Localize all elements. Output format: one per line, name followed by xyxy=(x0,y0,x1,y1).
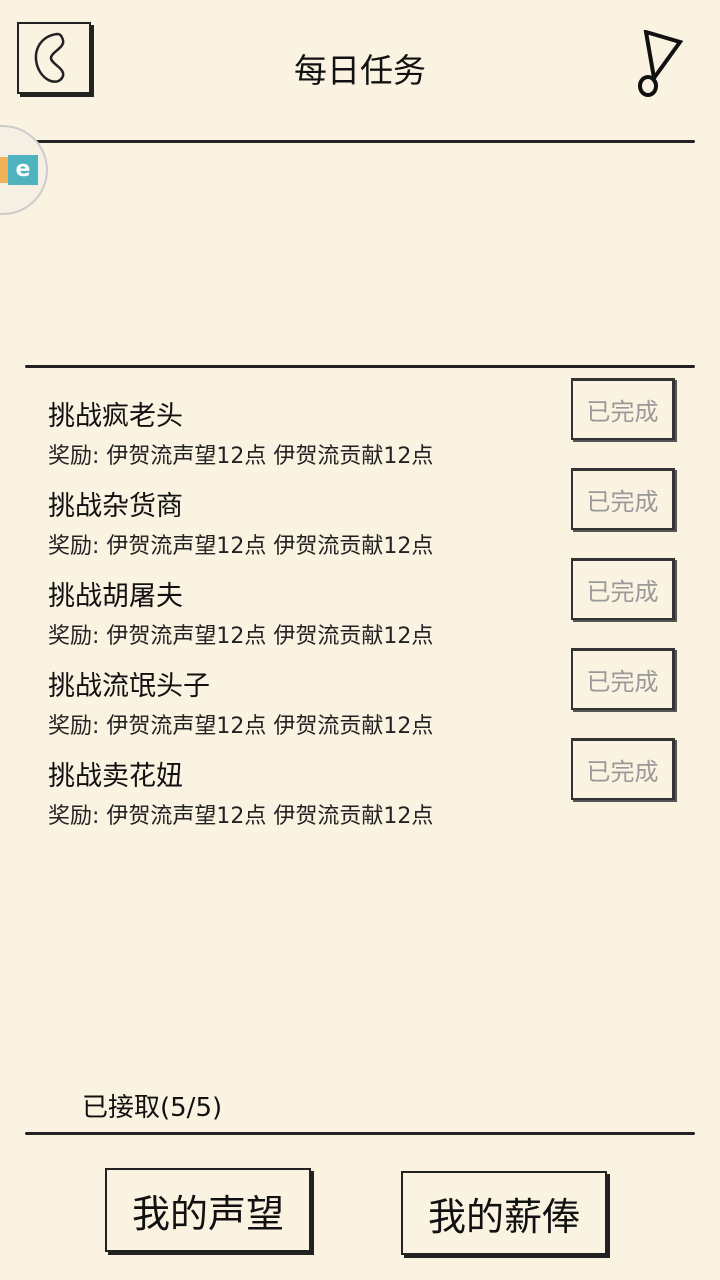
task-row: 挑战流氓头子 奖励: 伊贺流声望12点 伊贺流贡献12点 已完成 xyxy=(48,648,688,754)
accepted-count: 已接取(5/5) xyxy=(82,1093,223,1123)
exclamation-icon xyxy=(638,29,684,97)
my-salary-button[interactable]: 我的薪俸 xyxy=(401,1171,607,1255)
task-row: 挑战疯老头 奖励: 伊贺流声望12点 伊贺流贡献12点 已完成 xyxy=(48,378,688,484)
task-title: 挑战胡屠夫 xyxy=(48,581,183,612)
task-reward: 奖励: 伊贺流声望12点 伊贺流贡献12点 xyxy=(48,804,434,829)
completed-button[interactable]: 已完成 xyxy=(571,558,675,620)
completed-button[interactable]: 已完成 xyxy=(571,738,675,800)
help-button[interactable] xyxy=(632,29,688,104)
back-button[interactable] xyxy=(17,22,91,94)
task-title: 挑战卖花妞 xyxy=(48,761,183,792)
back-icon xyxy=(34,32,65,83)
app-logo-icon: e xyxy=(8,155,38,185)
task-reward: 奖励: 伊贺流声望12点 伊贺流贡献12点 xyxy=(48,444,434,469)
task-reward: 奖励: 伊贺流声望12点 伊贺流贡献12点 xyxy=(48,624,434,649)
task-title: 挑战杂货商 xyxy=(48,491,183,522)
task-row: 挑战杂货商 奖励: 伊贺流声望12点 伊贺流贡献12点 已完成 xyxy=(48,468,688,574)
task-row: 挑战卖花妞 奖励: 伊贺流声望12点 伊贺流贡献12点 已完成 xyxy=(48,738,688,844)
floating-app-button[interactable]: e xyxy=(0,125,48,215)
divider xyxy=(25,1132,695,1135)
page-title: 每日任务 xyxy=(294,51,426,90)
task-title: 挑战疯老头 xyxy=(48,401,183,432)
completed-button[interactable]: 已完成 xyxy=(571,648,675,710)
divider xyxy=(25,365,695,368)
divider xyxy=(25,140,695,143)
task-reward: 奖励: 伊贺流声望12点 伊贺流贡献12点 xyxy=(48,534,434,559)
my-reputation-button[interactable]: 我的声望 xyxy=(105,1168,311,1252)
task-title: 挑战流氓头子 xyxy=(48,671,210,702)
task-reward: 奖励: 伊贺流声望12点 伊贺流贡献12点 xyxy=(48,714,434,739)
completed-button[interactable]: 已完成 xyxy=(571,378,675,440)
completed-button[interactable]: 已完成 xyxy=(571,468,675,530)
task-row: 挑战胡屠夫 奖励: 伊贺流声望12点 伊贺流贡献12点 已完成 xyxy=(48,558,688,664)
